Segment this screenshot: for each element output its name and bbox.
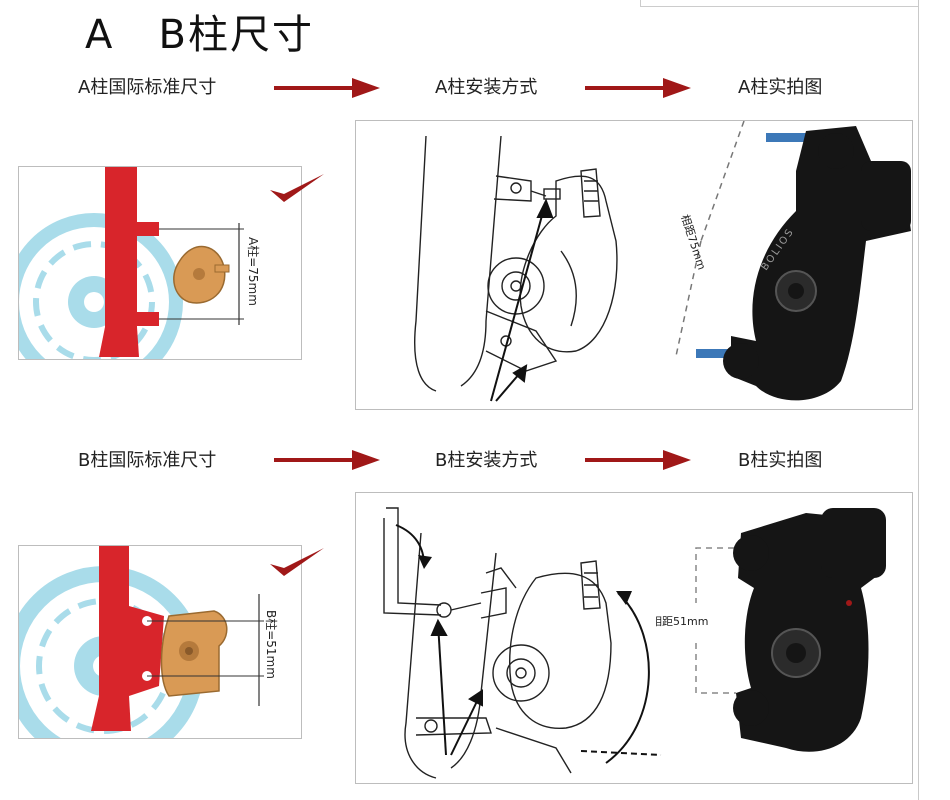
b-fork-rotor-illustration: B柱=51mm — [19, 546, 279, 738]
b-install-panel: 相距51mm — [355, 492, 913, 784]
top-edge-divider — [640, 0, 919, 7]
a-checkmark-icon — [270, 174, 324, 202]
a-spacing-guide-icon — [675, 121, 745, 357]
b-photo-label: B柱实拍图 — [738, 450, 823, 471]
a-caliper-body-icon — [723, 126, 911, 401]
caliper-icon — [173, 245, 230, 304]
b-curved-arrow-icon — [605, 592, 650, 764]
a-photo-label: A柱实拍图 — [738, 77, 823, 98]
a-install-arrows-icon — [490, 198, 554, 402]
a-install-method-label: A柱安装方式 — [435, 77, 538, 98]
b-install-method-label: B柱安装方式 — [435, 450, 538, 471]
b-install-sketch — [383, 507, 662, 779]
a-arrow-1-icon — [274, 78, 380, 98]
a-fork-rotor-illustration: A柱=75mm — [19, 167, 261, 359]
caliper-icon — [160, 610, 228, 697]
a-install-sketch — [414, 135, 618, 402]
b-arrow-2-icon — [585, 450, 691, 470]
b-standard-diagram: B柱=51mm — [18, 545, 302, 739]
b-dimension-text: B柱=51mm — [264, 610, 279, 679]
b-arrow-1-icon — [274, 450, 380, 470]
rotor-disc-icon — [19, 213, 183, 359]
b-spacing-text: 相距51mm — [656, 615, 708, 628]
b-spacing-guide-icon — [695, 547, 736, 694]
a-install-panel: 相距75mm BOLIOS — [355, 120, 913, 410]
a-dimension-text: A柱=75mm — [246, 237, 261, 306]
red-fork-leg-icon — [99, 167, 159, 357]
a-arrow-2-icon — [585, 78, 691, 98]
b-standard-size-label: B柱国际标准尺寸 — [78, 450, 217, 471]
b-caliper-body-icon — [733, 508, 886, 752]
b-install-arrows-icon — [430, 618, 483, 756]
a-top-bolt-icon — [766, 133, 821, 142]
a-caliper-photo: 相距75mm BOLIOS — [675, 121, 911, 401]
a-standard-diagram: A柱=75mm — [18, 166, 302, 360]
red-fork-leg-icon — [91, 546, 164, 731]
a-standard-size-label: A柱国际标准尺寸 — [78, 77, 217, 98]
right-edge-divider — [918, 0, 919, 800]
page-title: A B柱尺寸 — [85, 12, 314, 58]
a-spacing-text: 相距75mm — [678, 213, 708, 272]
b-checkmark-icon — [270, 548, 324, 576]
b-caliper-photo: 相距51mm — [656, 508, 886, 752]
